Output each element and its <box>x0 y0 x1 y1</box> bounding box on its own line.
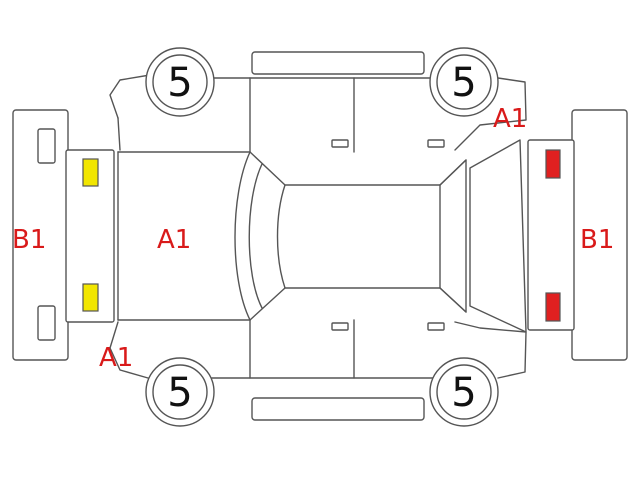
tire-front-bottom: 5 <box>145 357 215 427</box>
tire-front-top: 5 <box>145 47 215 117</box>
tire-rear-top: 5 <box>429 47 499 117</box>
door-handle <box>427 322 445 331</box>
front-lamp-top <box>82 158 99 187</box>
front-lamp-bottom <box>82 283 99 312</box>
rear-lamp-top <box>545 149 561 179</box>
rear-lamp-panel <box>527 139 575 331</box>
tire-rear-bottom: 5 <box>429 357 499 427</box>
label-rear-right-quarter: A1 <box>493 104 527 134</box>
tire-rating: 5 <box>451 370 476 416</box>
label-front-bumper: B1 <box>12 225 46 255</box>
label-rear-bumper: B1 <box>580 225 614 255</box>
side-skirt-bottom <box>251 397 425 421</box>
roof-and-glass <box>234 139 527 333</box>
front-lamp-panel <box>65 149 115 323</box>
door-handle <box>331 322 349 331</box>
label-hood: A1 <box>157 225 191 255</box>
tire-rating: 5 <box>167 370 192 416</box>
door-handle <box>427 139 445 148</box>
tire-rating: 5 <box>451 60 476 106</box>
tire-rating: 5 <box>167 60 192 106</box>
side-skirt-top <box>251 51 425 75</box>
rear-lamp-bottom <box>545 292 561 322</box>
doors-bottom <box>249 287 467 379</box>
door-handle <box>331 139 349 148</box>
label-front-left-fender: A1 <box>99 343 133 373</box>
